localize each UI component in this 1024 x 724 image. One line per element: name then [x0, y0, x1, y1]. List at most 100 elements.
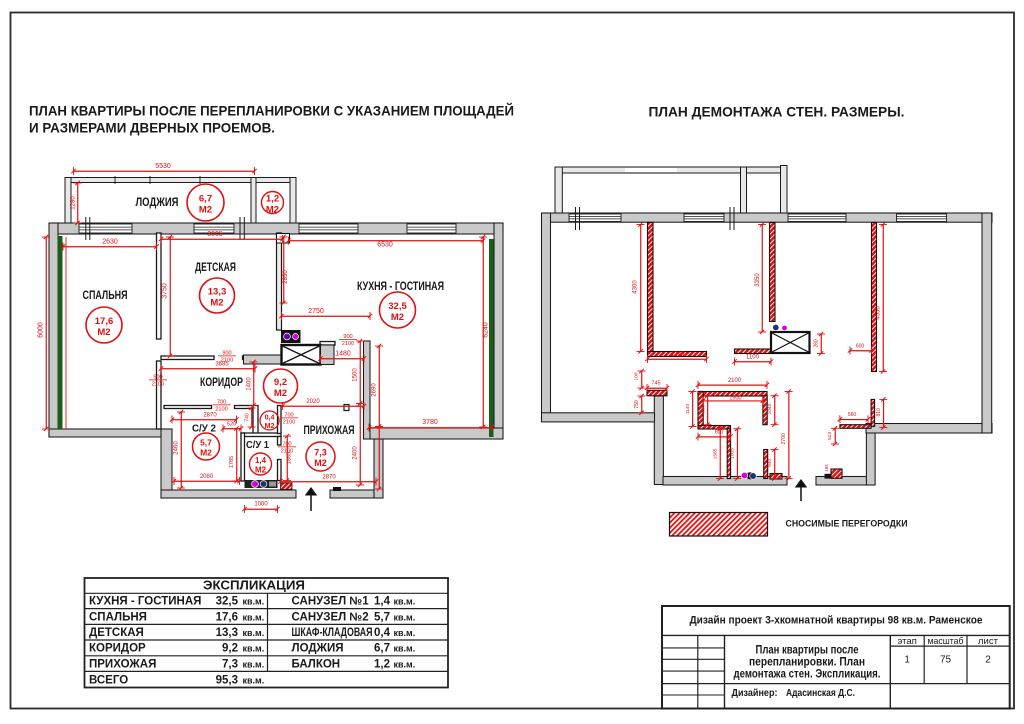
svg-text:2080: 2080 [200, 474, 214, 480]
svg-text:М2: М2 [97, 327, 110, 338]
svg-text:7,3: 7,3 [314, 448, 327, 458]
svg-text:М2: М2 [391, 312, 404, 323]
svg-text:700: 700 [284, 413, 293, 419]
svg-text:6000: 6000 [38, 322, 45, 338]
svg-text:900: 900 [222, 351, 231, 357]
svg-text:3780: 3780 [422, 419, 438, 426]
svg-text:6,7: 6,7 [199, 194, 212, 205]
svg-text:масштаб: масштаб [928, 636, 965, 647]
svg-text:6530: 6530 [377, 242, 393, 249]
svg-text:И РАЗМЕРАМИ ДВЕРНЫХ ПРОЕМОВ.: И РАЗМЕРАМИ ДВЕРНЫХ ПРОЕМОВ. [29, 120, 275, 136]
svg-text:1040: 1040 [767, 403, 773, 414]
svg-text:75: 75 [940, 655, 952, 666]
svg-text:ЛОДЖИЯ: ЛОДЖИЯ [292, 643, 344, 655]
svg-text:1900: 1900 [729, 395, 741, 401]
svg-text:1140: 1140 [685, 404, 691, 415]
svg-text:700: 700 [217, 400, 226, 406]
svg-text:ЭКСПЛИКАЦИЯ: ЭКСПЛИКАЦИЯ [203, 579, 305, 593]
svg-text:перепланировки. План: перепланировки. План [749, 657, 865, 669]
svg-text:6,7: 6,7 [374, 643, 390, 655]
svg-text:КУХНЯ - ГОСТИНАЯ: КУХНЯ - ГОСТИНАЯ [89, 596, 201, 608]
svg-text:95,3: 95,3 [216, 675, 238, 687]
svg-text:100: 100 [634, 372, 640, 380]
svg-text:3685: 3685 [215, 362, 229, 368]
svg-text:СНОСИМЫЕ ПЕРЕГОРОДКИ: СНОСИМЫЕ ПЕРЕГОРОДКИ [786, 519, 908, 529]
svg-text:32,5: 32,5 [388, 301, 407, 312]
svg-text:СПАЛЬНЯ: СПАЛЬНЯ [89, 612, 147, 624]
svg-text:900: 900 [343, 334, 352, 340]
svg-text:2100: 2100 [152, 382, 164, 388]
svg-text:9,2: 9,2 [222, 643, 238, 655]
svg-text:3005: 3005 [207, 231, 223, 238]
svg-text:2850: 2850 [283, 270, 289, 284]
svg-text:2400: 2400 [353, 446, 359, 460]
svg-text:9,2: 9,2 [274, 377, 287, 388]
svg-text:2750: 2750 [308, 308, 324, 315]
svg-text:ПЛАН ДЕМОНТАЖА СТЕН. РАЗМЕРЫ.: ПЛАН ДЕМОНТАЖА СТЕН. РАЗМЕРЫ. [649, 104, 905, 120]
svg-text:ПЛАН КВАРТИРЫ ПОСЛЕ ПЕРЕПЛАНИ: ПЛАН КВАРТИРЫ ПОСЛЕ ПЕРЕПЛАНИРОВКИ С УКА… [29, 101, 514, 118]
svg-text:Адасинская Д.С.: Адасинская Д.С. [786, 687, 855, 699]
svg-text:2: 2 [985, 655, 991, 666]
svg-text:1480: 1480 [335, 351, 351, 358]
svg-text:М2: М2 [265, 423, 275, 430]
svg-text:950: 950 [700, 405, 706, 413]
svg-text:М2: М2 [200, 448, 212, 458]
svg-text:1,2: 1,2 [266, 194, 279, 205]
svg-text:560: 560 [848, 412, 857, 418]
svg-text:3750: 3750 [162, 283, 169, 299]
svg-text:демонтажа стен. Экспликация.: демонтажа стен. Экспликация. [734, 669, 881, 681]
svg-text:КУХНЯ - ГОСТИНАЯ: КУХНЯ - ГОСТИНАЯ [357, 281, 444, 293]
svg-text:ВСЕГО: ВСЕГО [89, 675, 128, 687]
svg-text:32,5: 32,5 [216, 596, 239, 608]
svg-text:900: 900 [153, 375, 162, 381]
svg-text:лист: лист [978, 636, 999, 647]
svg-text:Дизайн проект 3-хкомнатной кв: Дизайн проект 3-хкомнатной квартиры 98 к… [690, 615, 983, 627]
svg-text:740: 740 [245, 413, 251, 422]
svg-text:кв.м.: кв.м. [394, 597, 416, 607]
svg-text:2100: 2100 [342, 341, 354, 347]
svg-text:кв.м.: кв.м. [243, 676, 265, 686]
svg-text:БАЛКОН: БАЛКОН [292, 659, 341, 671]
svg-text:План квартиры после: План квартиры после [756, 645, 859, 657]
svg-text:кв.м.: кв.м. [243, 628, 265, 638]
svg-text:ШКАФ-КЛАДОВАЯ: ШКАФ-КЛАДОВАЯ [292, 627, 373, 639]
svg-text:кв.м.: кв.м. [243, 644, 265, 654]
svg-text:кв.м.: кв.м. [243, 613, 265, 623]
svg-text:2100: 2100 [728, 378, 742, 384]
svg-text:7,3: 7,3 [222, 659, 238, 671]
svg-text:1,4: 1,4 [255, 456, 267, 465]
svg-text:1005: 1005 [730, 448, 736, 459]
svg-text:3350: 3350 [755, 273, 761, 287]
svg-text:кв.м.: кв.м. [394, 644, 416, 654]
svg-text:кв.м.: кв.м. [394, 628, 416, 638]
svg-text:5530: 5530 [155, 163, 171, 170]
svg-text:ЛОДЖИЯ: ЛОДЖИЯ [136, 197, 179, 209]
svg-text:С/У 2: С/У 2 [192, 423, 216, 435]
svg-text:0,4: 0,4 [265, 415, 275, 422]
svg-text:520: 520 [227, 422, 236, 428]
svg-text:М2: М2 [266, 205, 279, 216]
svg-text:4550: 4550 [876, 306, 882, 320]
svg-text:М2: М2 [255, 466, 267, 475]
svg-text:кв.м.: кв.м. [243, 597, 265, 607]
svg-text:1725: 1725 [671, 352, 685, 358]
svg-text:1: 1 [904, 655, 910, 666]
svg-text:М2: М2 [210, 298, 223, 309]
svg-text:2690: 2690 [372, 383, 378, 397]
svg-text:1585: 1585 [713, 448, 719, 459]
svg-text:750: 750 [634, 400, 640, 409]
svg-text:17,6: 17,6 [95, 316, 114, 327]
svg-text:кв.м.: кв.м. [394, 660, 416, 670]
svg-text:СПАЛЬНЯ: СПАЛЬНЯ [83, 290, 128, 302]
svg-text:2020: 2020 [306, 399, 320, 405]
svg-text:600: 600 [715, 430, 724, 436]
svg-text:4300: 4300 [633, 280, 639, 294]
svg-text:0,4: 0,4 [374, 627, 391, 639]
svg-text:810: 810 [876, 408, 882, 417]
svg-text:1500: 1500 [353, 368, 359, 382]
svg-text:САНУЗЕЛ №1: САНУЗЕЛ №1 [292, 596, 370, 608]
svg-text:2700: 2700 [781, 433, 787, 444]
svg-text:2460: 2460 [174, 441, 180, 455]
svg-text:2870: 2870 [203, 413, 217, 419]
svg-text:17,6: 17,6 [216, 612, 238, 624]
